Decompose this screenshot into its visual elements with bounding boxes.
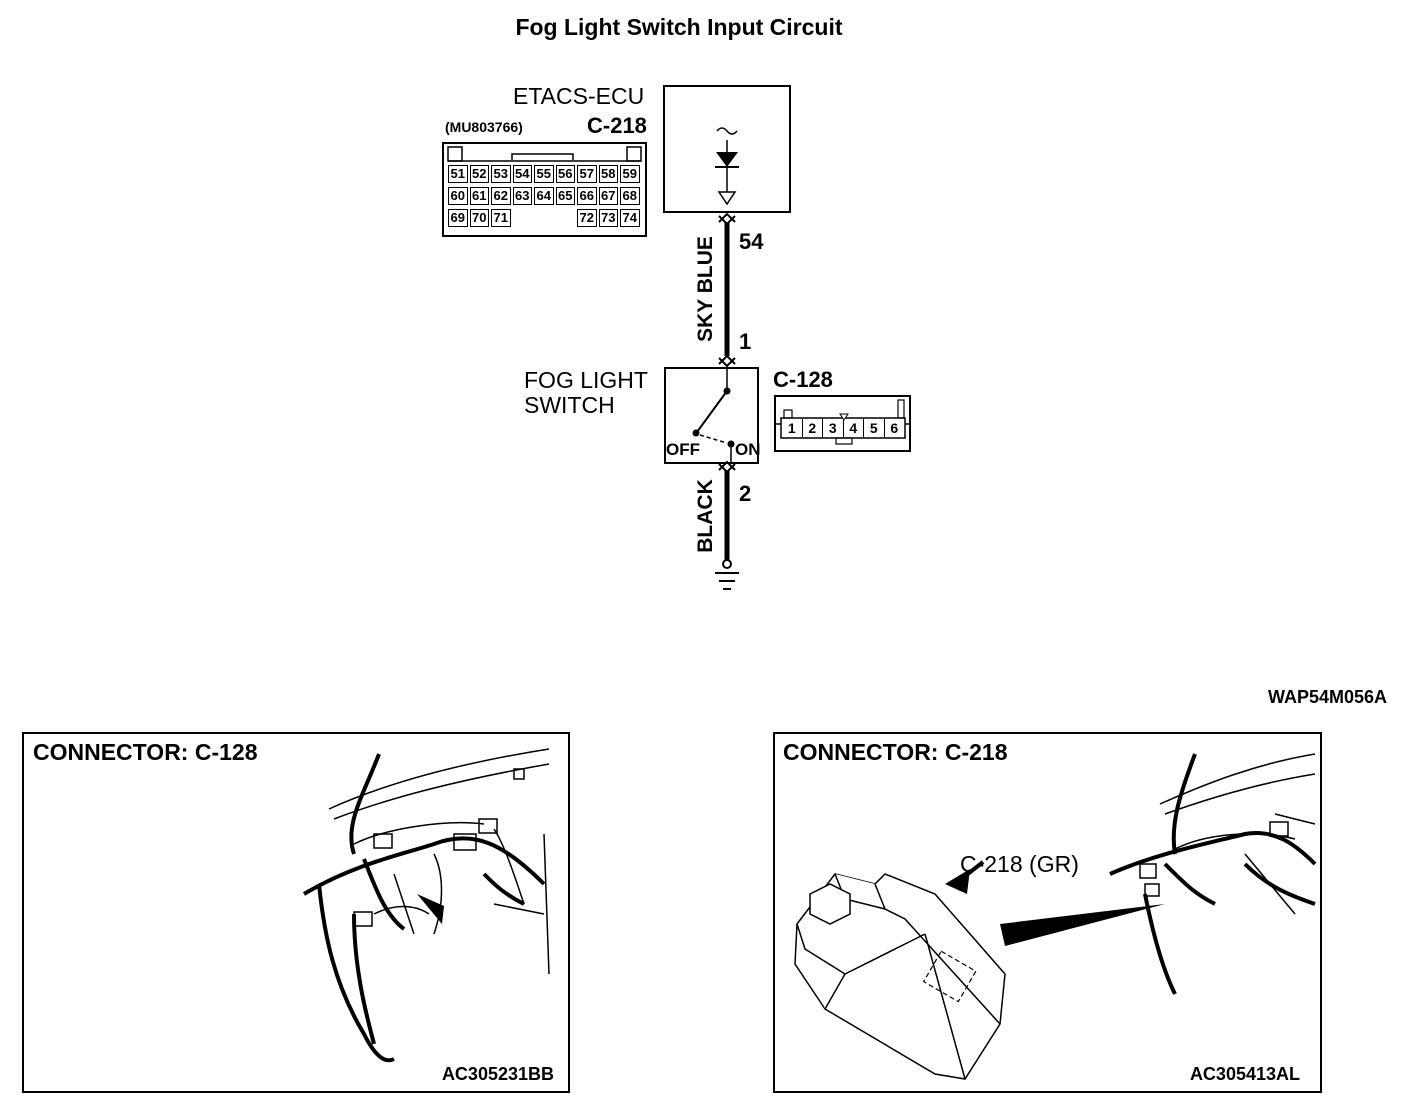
c128-pin: 6 [890, 420, 899, 436]
c218-pin: 62 [491, 187, 511, 205]
c218-pin: 73 [598, 209, 618, 227]
c218-pin: 58 [598, 165, 618, 183]
c218-pin: 70 [469, 209, 489, 227]
ecu-terminal-number: 54 [739, 229, 764, 254]
c218-pin: 63 [512, 187, 532, 205]
c218-pin: 64 [534, 187, 554, 205]
c128-pin: 3 [823, 419, 844, 437]
diagram-code: WAP54M056A [1268, 687, 1388, 707]
switch-on-label: ON [735, 440, 761, 459]
panel-title: CONNECTOR: C-128 [33, 739, 258, 765]
panel-code: AC305231BB [441, 1064, 554, 1084]
c218-connector-face [442, 142, 647, 237]
c218-pin: 57 [577, 165, 597, 183]
ecu-part-number: (MU803766) [445, 119, 523, 135]
c218-pin: 51 [448, 165, 468, 183]
switch-box [664, 367, 759, 464]
c218-pin: 67 [598, 187, 618, 205]
switch-terminal-top: 1 [739, 329, 752, 354]
wire-top-color: SKY BLUE [694, 236, 717, 342]
c218-pin: 56 [555, 165, 575, 183]
c128-pin: 4 [844, 419, 864, 437]
c218-pin: 65 [555, 187, 575, 205]
connector-c128-panel: CONNECTOR: C-128 AC305231BB [22, 732, 570, 1093]
c218-pin: 68 [620, 187, 640, 205]
signal-tilde-icon [716, 127, 738, 135]
c218-pin: 61 [469, 187, 489, 205]
switch-terminal-bottom: 2 [739, 481, 752, 506]
c218-pin: 52 [469, 165, 489, 183]
c218-pin: 54 [512, 165, 532, 183]
c218-connector-label: C-218 [587, 113, 647, 138]
c218-pin: 72 [577, 209, 597, 227]
panel-title: CONNECTOR: C-218 [783, 739, 1008, 765]
switch-lever [696, 390, 728, 433]
c128-connector-label: C-128 [773, 367, 833, 392]
ecu-name: ETACS-ECU [513, 83, 645, 109]
locator-arrow-icon [417, 894, 444, 924]
switch-name-line2: SWITCH [524, 392, 615, 418]
c218-pin: 59 [620, 165, 640, 183]
c218-pin: 71 [491, 209, 511, 227]
ecu-box [663, 85, 791, 213]
ecu-ground-icon [717, 191, 737, 206]
page-title: Fog Light Switch Input Circuit [515, 14, 843, 40]
switch-name-line1: FOG LIGHT [524, 367, 648, 393]
c218-pin: 69 [448, 209, 468, 227]
connector-c218-panel: CONNECTOR: C-218 C-218 (GR) [773, 732, 1322, 1093]
switch-off-label: OFF [666, 440, 700, 459]
panel-code: AC305413AL [1189, 1064, 1300, 1084]
c128-pin: 1 [782, 419, 803, 437]
pointer-wedge-icon [1000, 904, 1165, 946]
wire-bottom-color: BLACK [694, 479, 717, 553]
dashboard-harness-illustration [302, 748, 550, 1063]
ecu-location-illustration [794, 753, 1317, 1080]
c128-pin: 2 [803, 419, 823, 437]
c218-pin: 53 [491, 165, 511, 183]
c218-pin: 55 [534, 165, 554, 183]
c218-pin: 60 [448, 187, 468, 205]
c218-pin: 74 [620, 209, 640, 227]
c218-pin: 66 [577, 187, 597, 205]
c128-pin: 5 [864, 419, 885, 437]
diode-icon [716, 152, 738, 167]
